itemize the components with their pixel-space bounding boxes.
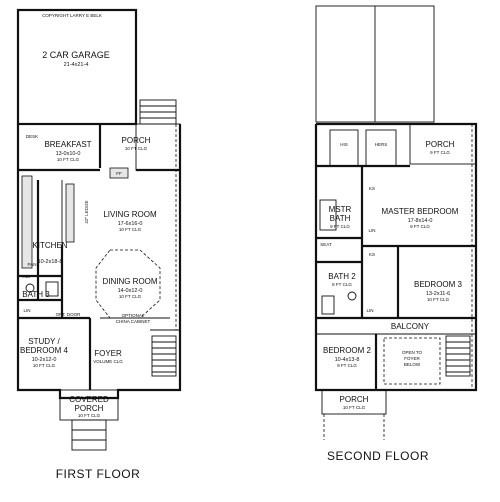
fireplace bbox=[109, 167, 129, 179]
dining-ceiling-outline bbox=[95, 249, 161, 319]
dining-name: DINING ROOM bbox=[102, 277, 157, 286]
opt-door-label: OPT. DOOR bbox=[56, 312, 82, 317]
bedroom3-dims: 13-2x11-6 bbox=[426, 291, 450, 297]
covered-porch-name-line1: COVERED bbox=[69, 395, 109, 404]
garage-dims: 21-4x21-4 bbox=[64, 62, 89, 68]
open-foyer-line2: FOYER bbox=[404, 356, 420, 361]
master-bath-name-line2: BATH bbox=[330, 214, 351, 223]
ref-label: REF bbox=[23, 274, 32, 279]
bedroom3-clg: 10 FT CLG bbox=[427, 297, 450, 302]
top-porch-clg: 9 FT CLG bbox=[430, 150, 450, 155]
kitchen-dims: 10-2x18-8 bbox=[38, 259, 63, 265]
study-clg: 10 FT CLG bbox=[33, 363, 56, 368]
bedroom2-name: BEDROOM 2 bbox=[323, 346, 372, 355]
covered-porch-clg: 10 FT CLG bbox=[78, 413, 101, 418]
pan-label: PAN bbox=[28, 262, 37, 267]
kitchen-name: KITCHEN bbox=[32, 241, 67, 250]
breakfast-clg: 10 FT CLG bbox=[57, 157, 80, 162]
master-bedroom-name: MASTER BEDROOM bbox=[382, 207, 459, 216]
optional-label: OPTIONAL bbox=[122, 313, 145, 318]
dining-dims: 14-0x12-0 bbox=[118, 288, 143, 294]
second-floor-stairs bbox=[445, 335, 471, 377]
first-floor-title: FIRST FLOOR bbox=[56, 467, 141, 481]
breakfast-name: BREAKFAST bbox=[44, 140, 91, 149]
bedroom2-dims: 10-4x13-8 bbox=[335, 357, 360, 363]
second-floor-plan bbox=[314, 5, 478, 440]
bottom-porch-clg: 10 FT CLG bbox=[343, 405, 366, 410]
living-clg: 10 FT CLG bbox=[119, 227, 142, 232]
porch-name: PORCH bbox=[122, 136, 151, 145]
ff-label: FF bbox=[116, 171, 122, 176]
top-porch-name: PORCH bbox=[426, 140, 455, 149]
living-dims: 17-6x16-0 bbox=[118, 221, 143, 227]
ks-label-top: KS bbox=[369, 186, 375, 191]
study-name-line2: BEDROOM 4 bbox=[20, 346, 69, 355]
seat-label: SEAT bbox=[320, 242, 332, 247]
bedroom2-clg: 9 FT CLG bbox=[337, 363, 357, 368]
garage-name: 2 CAR GARAGE bbox=[42, 50, 110, 60]
master-bedroom-clg: 9 FT CLG bbox=[410, 224, 430, 229]
first-floor-stairs bbox=[151, 335, 177, 377]
hers-closet-label: HERS bbox=[375, 142, 388, 147]
master-bedroom-dims: 17-8x14-0 bbox=[408, 218, 433, 224]
bath2-name: BATH 2 bbox=[328, 272, 356, 281]
covered-porch-name-line2: PORCH bbox=[75, 404, 104, 413]
open-foyer-line3: BELOW bbox=[404, 362, 421, 367]
breakfast-dims: 13-0x10-0 bbox=[56, 151, 81, 157]
living-name: LIVING ROOM bbox=[103, 210, 157, 219]
foyer-clg: VOLUME CLG bbox=[93, 359, 123, 364]
his-closet-label: HIS bbox=[340, 142, 348, 147]
bottom-porch-deck bbox=[321, 389, 387, 415]
copyright-label: COPYRIGHT LARRY E BELK bbox=[42, 13, 102, 18]
master-bath-name-line1: MSTR bbox=[329, 205, 352, 214]
bottom-porch-name: PORCH bbox=[340, 395, 369, 404]
ks-label-mid: KS bbox=[369, 252, 375, 257]
bath2-clg: 8 FT CLG bbox=[332, 282, 352, 287]
master-bath-clg: 9 FT CLG bbox=[330, 224, 350, 229]
first-floor-plan bbox=[16, 8, 182, 451]
lin-label-bottom: LIN bbox=[366, 308, 373, 313]
balcony-name: BALCONY bbox=[391, 322, 430, 331]
foyer-name: FOYER bbox=[94, 349, 122, 358]
ledge-label: 42" LEDGE bbox=[84, 200, 89, 223]
bath3-name: BATH 3 bbox=[22, 290, 50, 299]
first-floor-outer-wall bbox=[16, 124, 182, 400]
desk-label: DESK bbox=[26, 134, 38, 139]
second-floor-title: SECOND FLOOR bbox=[327, 449, 429, 463]
porch-clg: 10 FT CLG bbox=[125, 146, 148, 151]
lin-label: LIN bbox=[23, 308, 30, 313]
open-foyer-line1: OPEN TO bbox=[402, 350, 423, 355]
study-name-line1: STUDY / bbox=[28, 337, 60, 346]
lin-label-top: LIN bbox=[368, 228, 375, 233]
bedroom3-name: BEDROOM 3 bbox=[414, 280, 463, 289]
top-porch-deck bbox=[409, 123, 477, 165]
study-dims: 10-2x12-0 bbox=[32, 357, 57, 363]
dining-clg: 10 FT CLG bbox=[119, 294, 142, 299]
china-cabinet-label: CHINA CABINET bbox=[116, 319, 151, 324]
